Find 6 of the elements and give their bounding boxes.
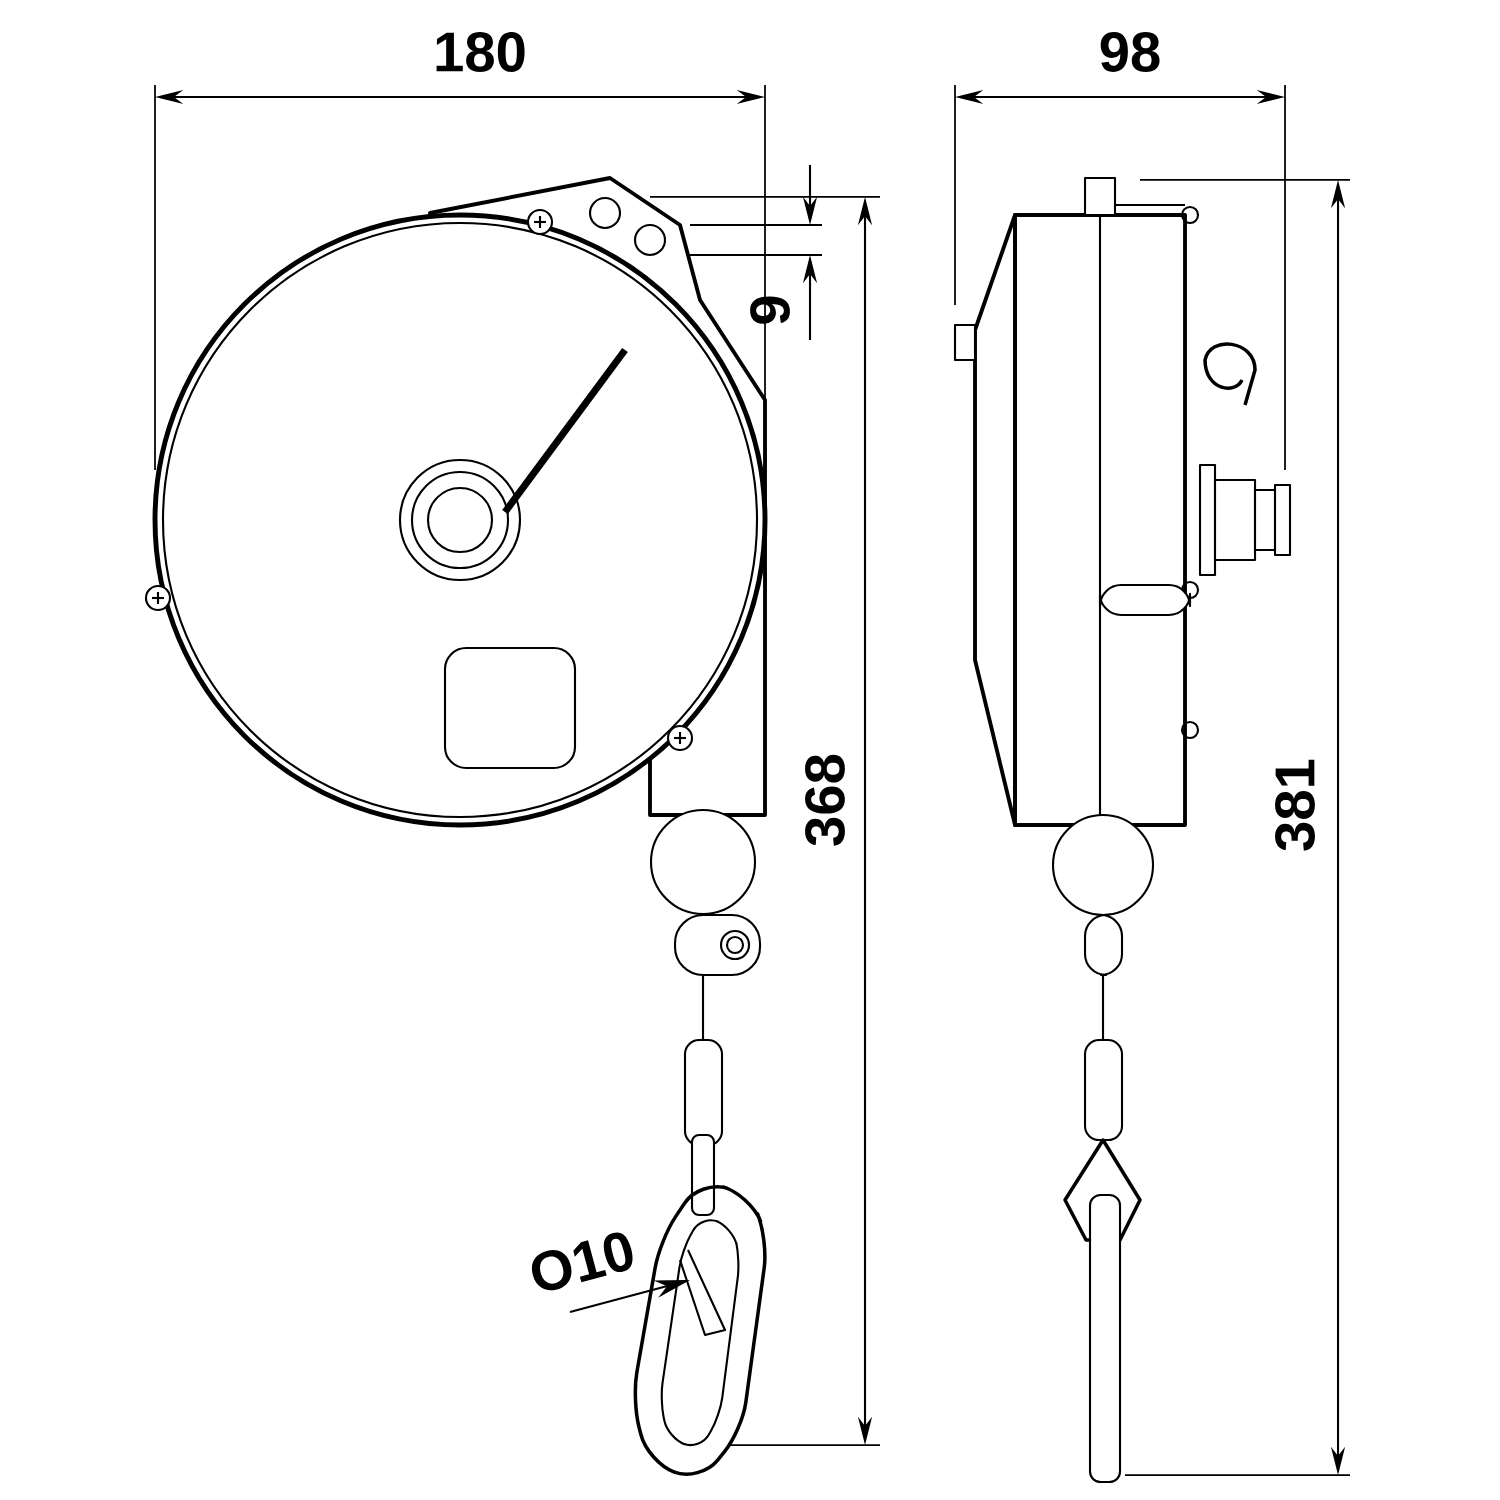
dimension-label: 368 [805,754,845,846]
dimension-label: O10 [531,1232,633,1291]
dimension-label: 98 [1100,32,1160,72]
dimension-label: 381 [1275,759,1315,851]
dimension-label: 9 [750,296,790,324]
dimension-label: 180 [436,32,525,72]
